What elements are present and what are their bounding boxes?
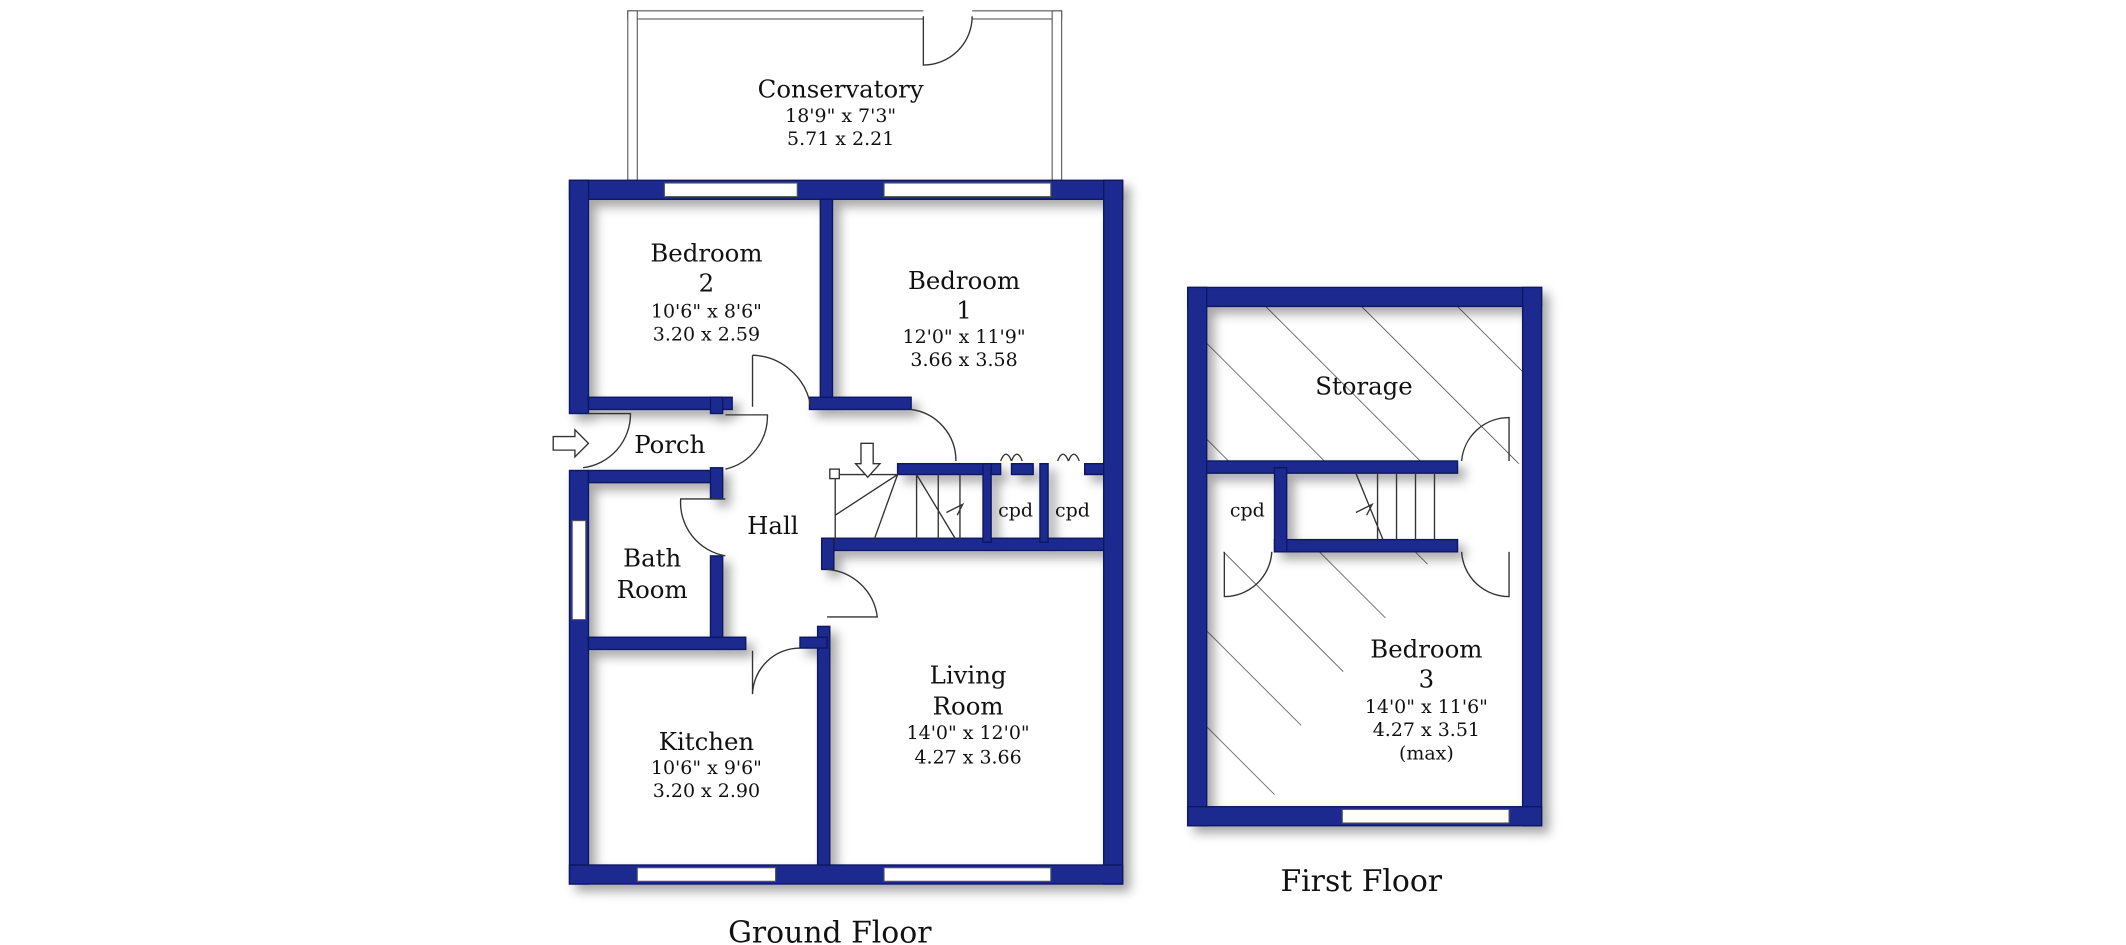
room-bathroom: Bath Room [617, 544, 688, 604]
room-name: Conservatory [758, 75, 924, 104]
ground-floor-windows [571, 182, 1052, 882]
room-imperial: 10'6" x 8'6" [651, 300, 762, 322]
room-name: Bedroom [650, 239, 762, 268]
room-conservatory: Conservatory 18'9" x 7'3" 5.71 x 2.21 [758, 75, 924, 150]
door-swing [922, 16, 973, 66]
room-porch: Porch [634, 430, 705, 459]
first-floor-walls [1187, 286, 1543, 827]
first-floor-hatching [1206, 306, 1523, 807]
room-metric: 4.27 x 3.66 [914, 746, 1021, 768]
room-imperial: 14'0" x 11'6" [1365, 696, 1488, 718]
room-name-2: Room [933, 692, 1004, 721]
room-metric: 3.20 x 2.90 [653, 780, 760, 802]
room-name: Bath [623, 544, 681, 573]
room-imperial: 18'9" x 7'3" [785, 105, 896, 127]
first-floor-title: First Floor [1280, 864, 1442, 899]
window [1341, 808, 1510, 824]
cupboard-label: cpd [998, 500, 1033, 522]
room-name: Bedroom [908, 266, 1020, 295]
room-bedroom-2: Bedroom 2 10'6" x 8'6" 3.20 x 2.59 [650, 239, 762, 346]
room-metric: 3.20 x 2.59 [653, 323, 760, 345]
room-living-room: Living Room 14'0" x 12'0" 4.27 x 3.66 [907, 660, 1030, 768]
ground-floor-doors [582, 354, 1080, 695]
entrance-arrow-icon [552, 428, 590, 459]
room-imperial: 14'0" x 12'0" [907, 722, 1030, 744]
ground-floor-title: Ground Floor [728, 915, 932, 945]
conservatory [627, 9, 1063, 181]
room-imperial: 10'6" x 9'6" [651, 757, 762, 779]
room-number: 2 [699, 268, 715, 297]
room-storage: Storage [1315, 372, 1412, 401]
room-number: 1 [956, 296, 972, 325]
first-floor-doors-stairs [1223, 416, 1510, 598]
room-bedroom-1: Bedroom 1 12'0" x 11'9" 3.66 x 3.58 [903, 266, 1026, 371]
staircase [829, 442, 965, 543]
down-arrow-icon [854, 442, 882, 479]
room-bedroom-3: Bedroom 3 14'0" x 11'6" 4.27 x 3.51 (max… [1365, 635, 1488, 765]
room-hall: Hall [747, 511, 799, 540]
room-metric: 5.71 x 2.21 [787, 128, 894, 150]
room-metric: 3.66 x 3.58 [910, 349, 1017, 371]
room-number: 3 [1419, 664, 1435, 693]
cupboard-label: cpd [1055, 500, 1090, 522]
room-imperial: 12'0" x 11'9" [903, 326, 1026, 348]
room-name: Kitchen [659, 727, 755, 756]
room-name-2: Room [617, 575, 688, 604]
room-name: Bedroom [1370, 635, 1482, 664]
room-metric: 4.27 x 3.51 [1373, 719, 1480, 741]
room-kitchen: Kitchen 10'6" x 9'6" 3.20 x 2.90 [651, 727, 762, 802]
room-note: (max) [1399, 742, 1454, 764]
room-name: Living [930, 660, 1007, 689]
cupboard-label: cpd [1230, 500, 1265, 522]
